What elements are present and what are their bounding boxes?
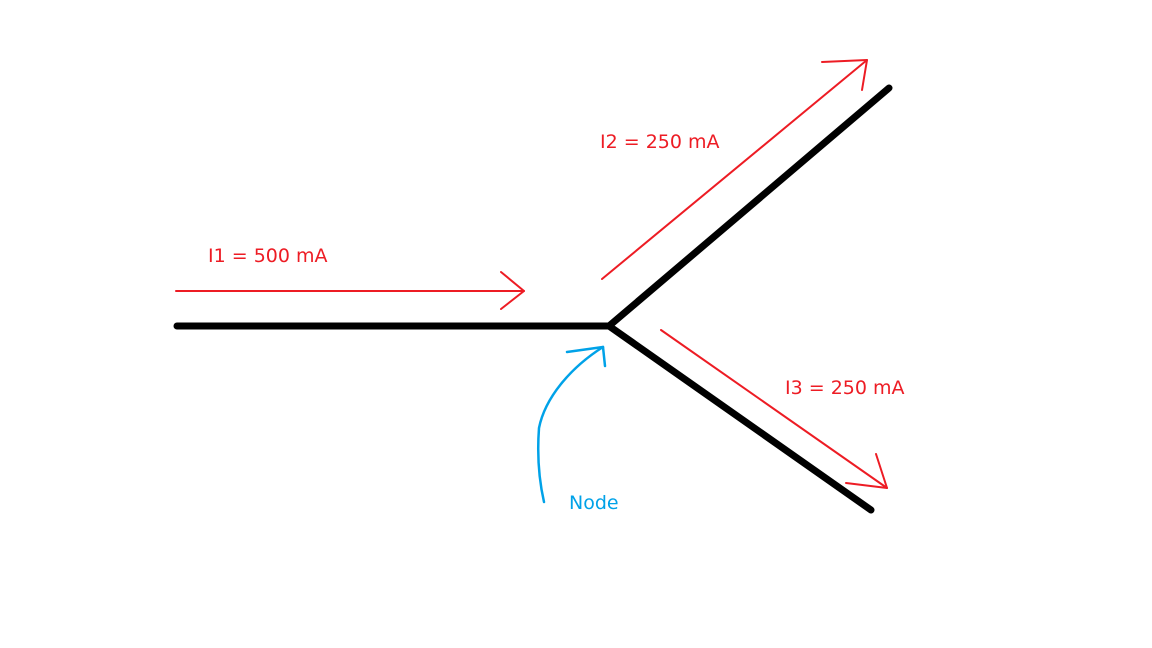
i1-arrow (175, 271, 525, 310)
i2-label: I2 = 250 mA (600, 131, 720, 153)
current-arrows (175, 59, 888, 489)
lower-branch-wire (605, 322, 875, 514)
node-label: Node (569, 492, 619, 514)
i1-label: I1 = 500 mA (208, 245, 328, 267)
node-pointer-arrow (536, 345, 607, 504)
i2-arrow (601, 59, 868, 280)
upper-branch-wire (605, 84, 893, 330)
i3-arrow (660, 329, 888, 489)
wires (173, 84, 893, 514)
i3-label: I3 = 250 mA (785, 377, 905, 399)
